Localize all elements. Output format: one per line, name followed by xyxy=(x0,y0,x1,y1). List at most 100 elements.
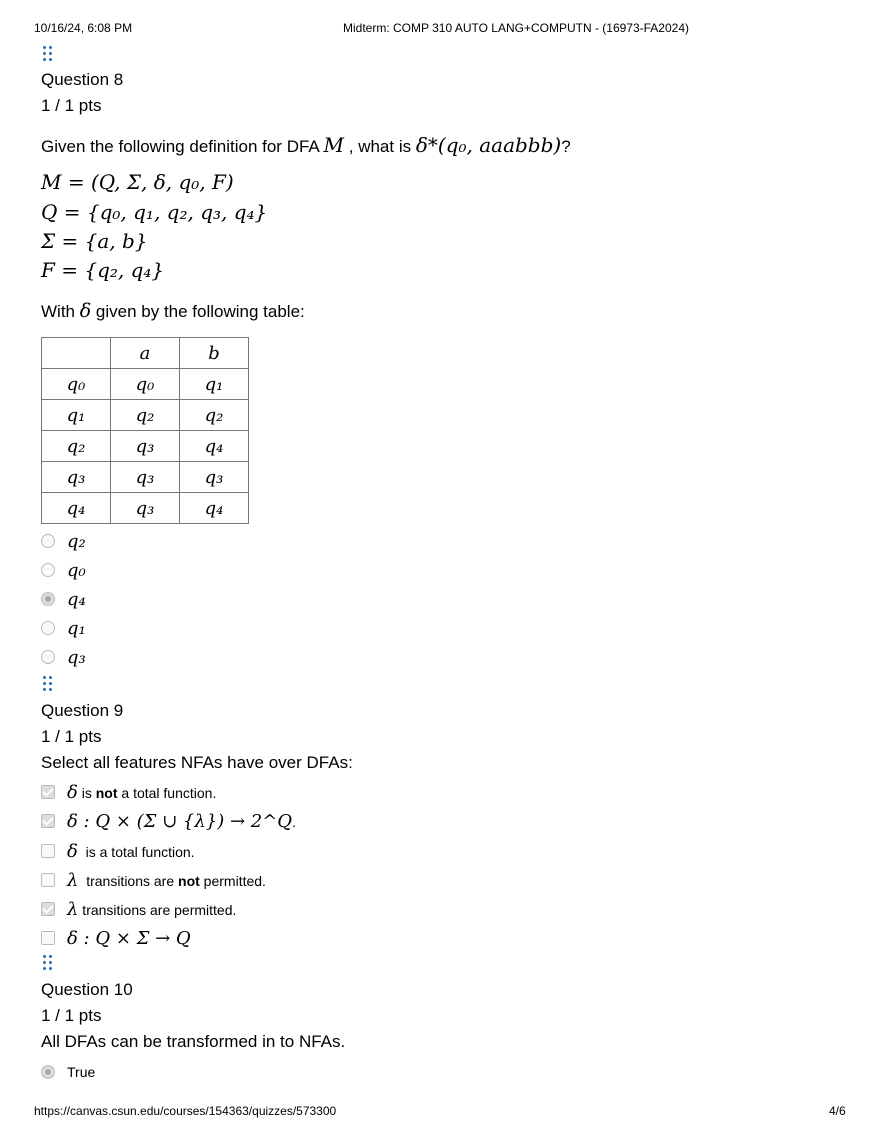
table-cell: q₃ xyxy=(110,492,180,524)
checkbox-checked[interactable] xyxy=(41,814,55,828)
answer-option[interactable]: q₀ xyxy=(41,559,86,581)
drag-handle-icon[interactable] xyxy=(43,955,53,973)
option-math: δ xyxy=(67,840,78,862)
checkbox[interactable] xyxy=(41,931,55,945)
definition-line: Σ = {a, b} xyxy=(41,229,148,253)
table-cell: q₂ xyxy=(41,430,111,462)
print-url: https://canvas.csun.edu/courses/154363/q… xyxy=(34,1104,337,1118)
definition-line: M = (Q, Σ, δ, q₀, F) xyxy=(41,170,234,194)
table-cell: q₁ xyxy=(41,399,111,431)
option-bold: not xyxy=(178,872,200,889)
table-header: b xyxy=(179,337,249,369)
checkbox-option[interactable]: λ transitions are permitted. xyxy=(41,899,236,920)
answer-option[interactable]: q₂ xyxy=(41,530,86,552)
checkbox[interactable] xyxy=(41,844,55,858)
table-cell: q₁ xyxy=(179,368,249,400)
table-header: a xyxy=(110,337,180,369)
option-label: q₄ xyxy=(67,588,86,610)
option-label: δ is not a total function. xyxy=(67,782,216,803)
question-title: Question 8 xyxy=(41,70,124,89)
table-cell: q₃ xyxy=(110,461,180,493)
table-cell: q₃ xyxy=(179,461,249,493)
checkbox-option[interactable]: δ : Q × (Σ ∪ {λ}) → 2^Q. xyxy=(41,811,296,832)
question-prompt: Select all features NFAs have over DFAs: xyxy=(41,753,353,772)
prompt-math: M xyxy=(323,133,345,157)
option-label: δ : Q × Σ → Q xyxy=(67,928,191,949)
prompt-math: δ*(q₀, aaabbb) xyxy=(415,133,562,157)
prompt-text: , what is xyxy=(344,137,416,156)
table-cell: q₂ xyxy=(179,399,249,431)
option-label: λ transitions are permitted. xyxy=(67,899,236,920)
option-bold: not xyxy=(95,784,118,801)
checkbox-checked[interactable] xyxy=(41,902,55,916)
checkbox-option[interactable]: δ is not a total function. xyxy=(41,782,216,803)
option-math: δ : Q × Σ → Q xyxy=(67,927,191,949)
option-label: λ transitions are not permitted. xyxy=(67,870,266,891)
table-cell: q₄ xyxy=(179,492,249,524)
answer-option[interactable]: q₃ xyxy=(41,647,86,668)
option-text: transitions are xyxy=(78,872,179,889)
option-label: δ : Q × (Σ ∪ {λ}) → 2^Q. xyxy=(67,811,296,832)
print-title: Midterm: COMP 310 AUTO LANG+COMPUTN - (1… xyxy=(343,21,690,35)
question-points: 1 / 1 pts xyxy=(41,1006,102,1025)
checkbox[interactable] xyxy=(41,873,55,887)
question-prompt: Given the following definition for DFA M… xyxy=(41,133,571,157)
table-cell: q₂ xyxy=(110,399,180,431)
table-intro: With δ given by the following table: xyxy=(41,300,305,322)
prompt-text: ? xyxy=(561,137,571,156)
option-text: permitted. xyxy=(199,872,266,889)
print-page-number: 4/6 xyxy=(829,1104,846,1118)
question-prompt: All DFAs can be transformed in to NFAs. xyxy=(41,1032,346,1051)
question-title: Question 9 xyxy=(41,701,124,720)
radio-button-selected[interactable] xyxy=(41,1065,55,1079)
drag-handle-icon[interactable] xyxy=(43,676,53,694)
definition-line: F = {q₂, q₄} xyxy=(41,258,165,282)
answer-option[interactable]: q₁ xyxy=(41,617,86,639)
intro-text: With xyxy=(41,302,80,321)
radio-button-selected[interactable] xyxy=(41,592,55,606)
option-label: q₀ xyxy=(67,559,86,581)
drag-handle-icon[interactable] xyxy=(43,46,53,64)
table-cell: q₄ xyxy=(179,430,249,462)
option-text: is a total function. xyxy=(77,843,195,860)
intro-math: δ xyxy=(79,300,92,322)
radio-button[interactable] xyxy=(41,621,55,635)
checkbox-checked[interactable] xyxy=(41,785,55,799)
prompt-text: Given the following definition for DFA xyxy=(41,137,324,156)
table-cell: q₃ xyxy=(110,430,180,462)
print-datetime: 10/16/24, 6:08 PM xyxy=(34,21,133,35)
radio-button[interactable] xyxy=(41,563,55,577)
option-text: a total function. xyxy=(117,784,217,801)
option-label: q₂ xyxy=(67,530,86,552)
answer-option[interactable]: q₄ xyxy=(41,588,86,610)
option-label: q₁ xyxy=(67,617,86,639)
question-points: 1 / 1 pts xyxy=(41,727,102,746)
option-math: δ xyxy=(67,781,78,803)
option-label: δ is a total function. xyxy=(67,841,195,862)
checkbox-option[interactable]: λ transitions are not permitted. xyxy=(41,870,266,891)
option-math: λ xyxy=(67,898,79,920)
radio-button[interactable] xyxy=(41,534,55,548)
table-cell: q₀ xyxy=(110,368,180,400)
table-cell: q₀ xyxy=(41,368,111,400)
option-text: . xyxy=(292,813,296,830)
option-text: transitions are permitted. xyxy=(78,901,237,918)
option-text: is xyxy=(77,784,96,801)
option-label: True xyxy=(67,1064,96,1080)
answer-option[interactable]: True xyxy=(41,1062,95,1082)
question-title: Question 10 xyxy=(41,980,133,999)
checkbox-option[interactable]: δ is a total function. xyxy=(41,841,195,862)
table-cell: q₃ xyxy=(41,461,111,493)
option-math: δ : Q × (Σ ∪ {λ}) → 2^Q xyxy=(67,810,293,832)
radio-button[interactable] xyxy=(41,650,55,664)
checkbox-option[interactable]: δ : Q × Σ → Q xyxy=(41,928,191,949)
table-header xyxy=(41,337,111,369)
